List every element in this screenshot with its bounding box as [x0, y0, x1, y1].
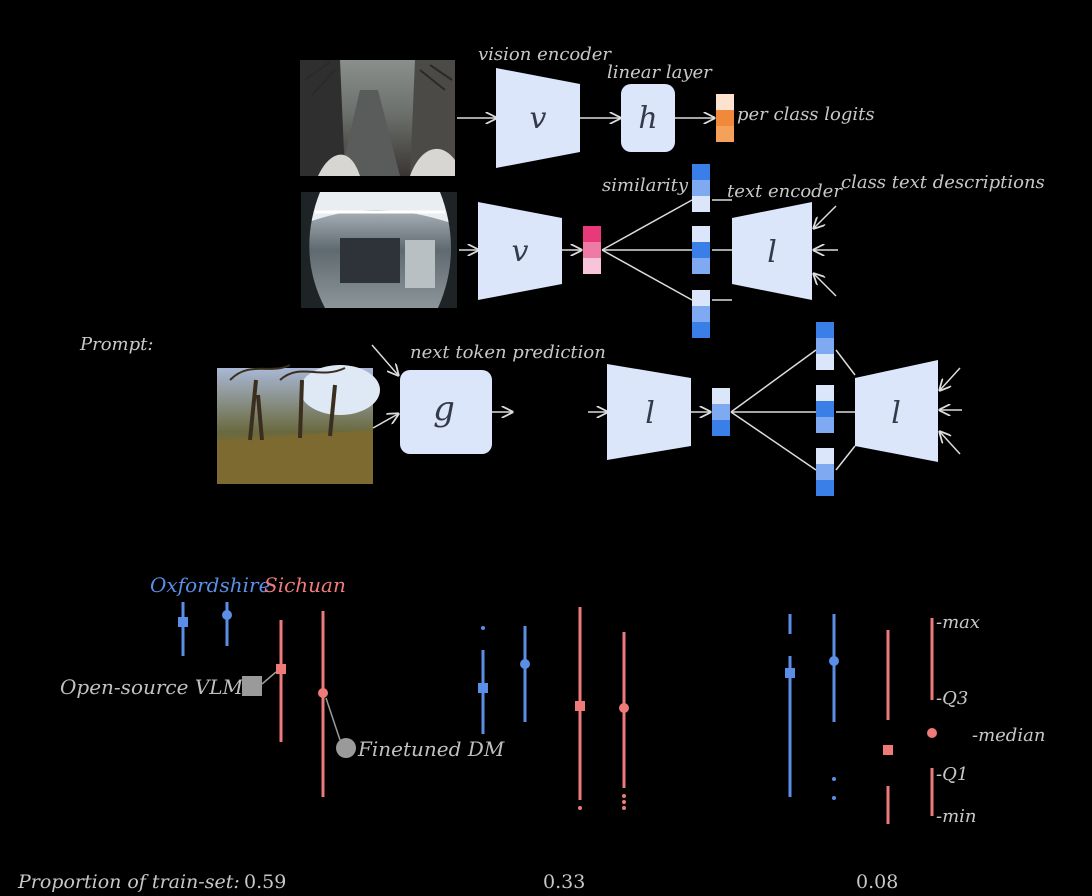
generative-model-symbol: g: [433, 389, 455, 429]
class-text-descriptions-label: class text descriptions: [841, 172, 1045, 193]
road-dashcam-photo: [300, 60, 455, 176]
xlabel: Proportion of train-set:: [17, 871, 240, 893]
text-encoder-symbol-right: l: [891, 396, 901, 431]
group-label-033: 0.33: [543, 871, 585, 893]
text-embedding-bar-3: [692, 290, 710, 338]
linear-layer-block: [621, 84, 675, 152]
image-embedding-bar: [583, 226, 601, 274]
row-linear-probe: v vision encoder h linear layer per clas…: [300, 44, 875, 176]
text-encoder-block-mid: [607, 364, 691, 460]
vision-encoder-symbol-1: v: [530, 101, 547, 136]
legend-finetuned-dm: Finetuned DM: [357, 737, 505, 761]
legend-sichuan: Sichuan: [264, 573, 346, 597]
text-embedding-bar-2: [692, 226, 710, 274]
generative-model-block: [400, 370, 492, 454]
indoor-fisheye-photo: [301, 192, 457, 308]
row-clip-similarity: v similarity l text: [301, 164, 1045, 338]
class-embedding-bar-3: [816, 448, 834, 496]
linear-layer-symbol: h: [638, 101, 657, 136]
text-encoder-block: [732, 202, 812, 300]
legend-circle-marker: [336, 738, 356, 758]
group-label-059: 0.59: [244, 871, 286, 893]
text-encoder-symbol-mid: l: [645, 396, 655, 431]
park-trees-photo: [217, 364, 380, 484]
similarity-label: similarity: [602, 175, 689, 196]
key-q1: -Q1: [936, 764, 968, 785]
group-label-008: 0.08: [856, 871, 898, 893]
row-generative-vlm: Prompt: g next token prediction l: [79, 322, 962, 496]
per-class-logits-bar: [716, 94, 734, 142]
text-encoder-label: text encoder: [727, 181, 843, 202]
text-encoder-symbol: l: [767, 235, 777, 270]
per-class-logits-label: per class logits: [737, 104, 875, 125]
text-encoder-block-right: [855, 360, 938, 462]
group-033: [478, 607, 629, 810]
vision-encoder-block-2: [478, 202, 562, 300]
key-max: -max: [936, 612, 980, 633]
class-embedding-bar-2: [816, 385, 834, 433]
key-median: -median: [972, 725, 1045, 746]
boxplot-chart: Oxfordshire Sichuan Open-source VLM Fine…: [17, 573, 1045, 893]
next-token-prediction-label: next token prediction: [410, 342, 606, 363]
prompt-label: Prompt:: [79, 334, 153, 355]
vision-encoder-symbol-2: v: [512, 234, 529, 269]
key-q3: -Q3: [936, 688, 968, 709]
text-embedding-bar-1: [692, 164, 710, 212]
legend-oxfordshire: Oxfordshire: [150, 573, 270, 597]
vision-encoder-label: vision encoder: [478, 44, 612, 65]
box-key: -max -Q3 -median -Q1 -min: [927, 612, 1045, 827]
key-min: -min: [936, 806, 977, 827]
group-008: [785, 614, 893, 824]
linear-layer-label: linear layer: [607, 62, 713, 83]
group-059: [178, 602, 328, 797]
legend-square-marker: [242, 676, 262, 696]
vision-encoder-block-1: [496, 68, 580, 168]
class-embedding-bar-1: [816, 322, 834, 370]
legend-open-source-vlm: Open-source VLM: [60, 675, 244, 699]
generated-text-embedding-bar: [712, 388, 730, 436]
